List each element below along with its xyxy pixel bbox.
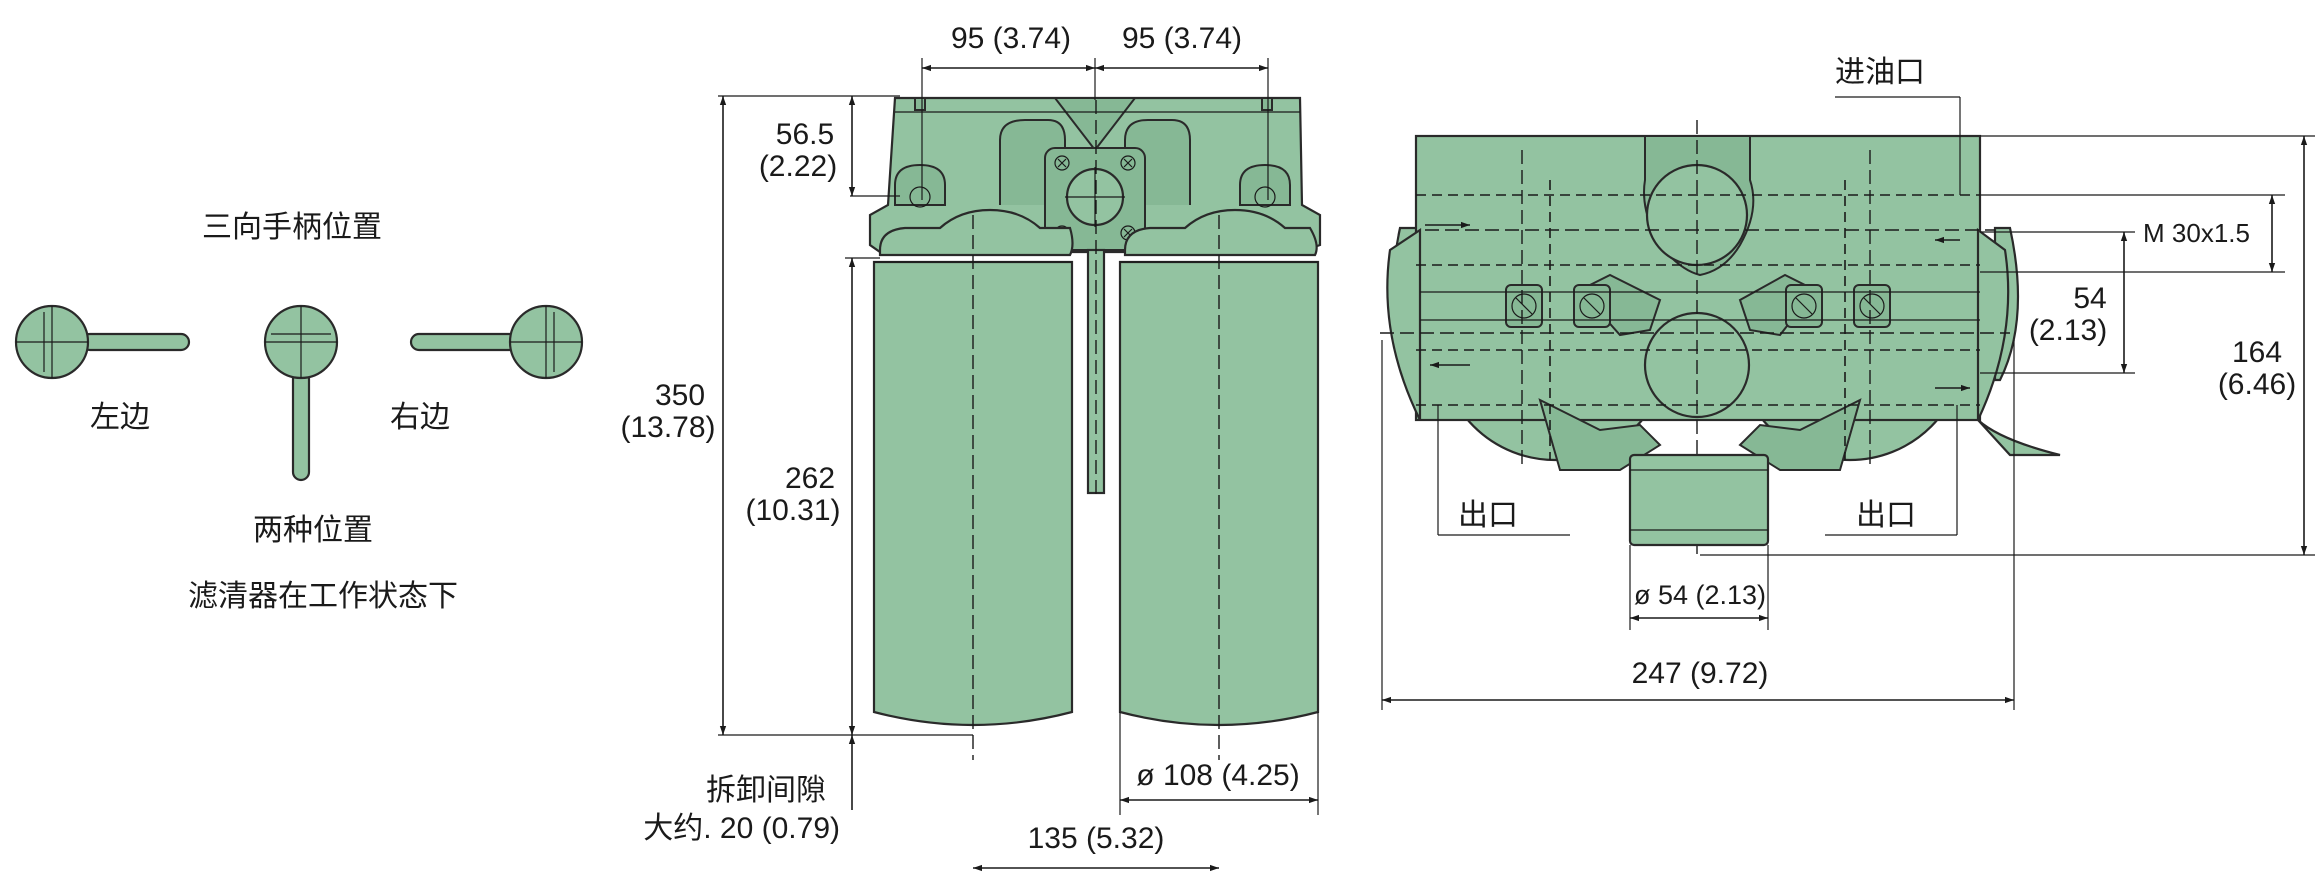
filter-bowl-right — [1118, 208, 1320, 760]
handle-right-icon — [409, 304, 584, 380]
dim-height-in: (6.46) — [2218, 368, 2296, 401]
top-stem — [1628, 453, 1770, 547]
dim-stem-diameter: ø 54 (2.13) — [1634, 580, 1766, 610]
outlet-right-label: 出口 — [1856, 499, 1916, 532]
outlet-left-label: 出口 — [1458, 499, 1518, 532]
top-screws — [1505, 284, 1891, 328]
handle-left-icon — [14, 304, 191, 380]
handle-down-icon — [263, 304, 339, 482]
inlet-label: 进油口 — [1835, 56, 1925, 89]
dim-head-height-in: (2.22) — [759, 150, 837, 183]
dim-height-mm: 164 — [2232, 336, 2282, 369]
handle-right-label: 右边 — [390, 401, 450, 434]
handle-positions-panel: 三向手柄位置 左边 右边 两种位置 滤清器在工作状态下 — [14, 211, 584, 613]
dim-top-left: 95 (3.74) — [951, 22, 1071, 55]
handle-two-positions-label: 两种位置 — [253, 514, 373, 547]
dim-head-height-mm: 56.5 — [776, 118, 834, 151]
dim-top-right: 95 (3.74) — [1122, 22, 1242, 55]
dim-port-spacing-in: (2.13) — [2029, 314, 2107, 347]
dim-total-height-mm: 350 — [655, 379, 705, 412]
dim-center-distance: 135 (5.32) — [1028, 822, 1165, 855]
top-view: 进油口 M 30x1.5 54 (2.13) 164 (6.46) 出口 出口 … — [1380, 56, 2315, 710]
handle-left-label: 左边 — [90, 401, 150, 434]
front-view: 95 (3.74) 95 (3.74) 350 (13.78) 56.5 (2.… — [620, 22, 1322, 872]
dim-bowl-diameter: ø 108 (4.25) — [1136, 759, 1299, 792]
dim-port-spacing-mm: 54 — [2073, 282, 2106, 315]
handle-working-state-label: 滤清器在工作状态下 — [188, 580, 458, 613]
handle-panel-title: 三向手柄位置 — [202, 211, 382, 244]
removal-clearance-line2: 大约. 20 (0.79) — [643, 812, 840, 845]
removal-clearance-line1: 拆卸间隙 — [706, 774, 826, 807]
dim-bowl-height-in: (10.31) — [745, 494, 840, 527]
thread-label: M 30x1.5 — [2143, 218, 2250, 248]
dim-total-height-in: (13.78) — [620, 411, 715, 444]
filter-bowl-left — [872, 208, 1074, 760]
dim-total-width: 247 (9.72) — [1632, 657, 1769, 690]
dim-bowl-height-mm: 262 — [785, 462, 835, 495]
